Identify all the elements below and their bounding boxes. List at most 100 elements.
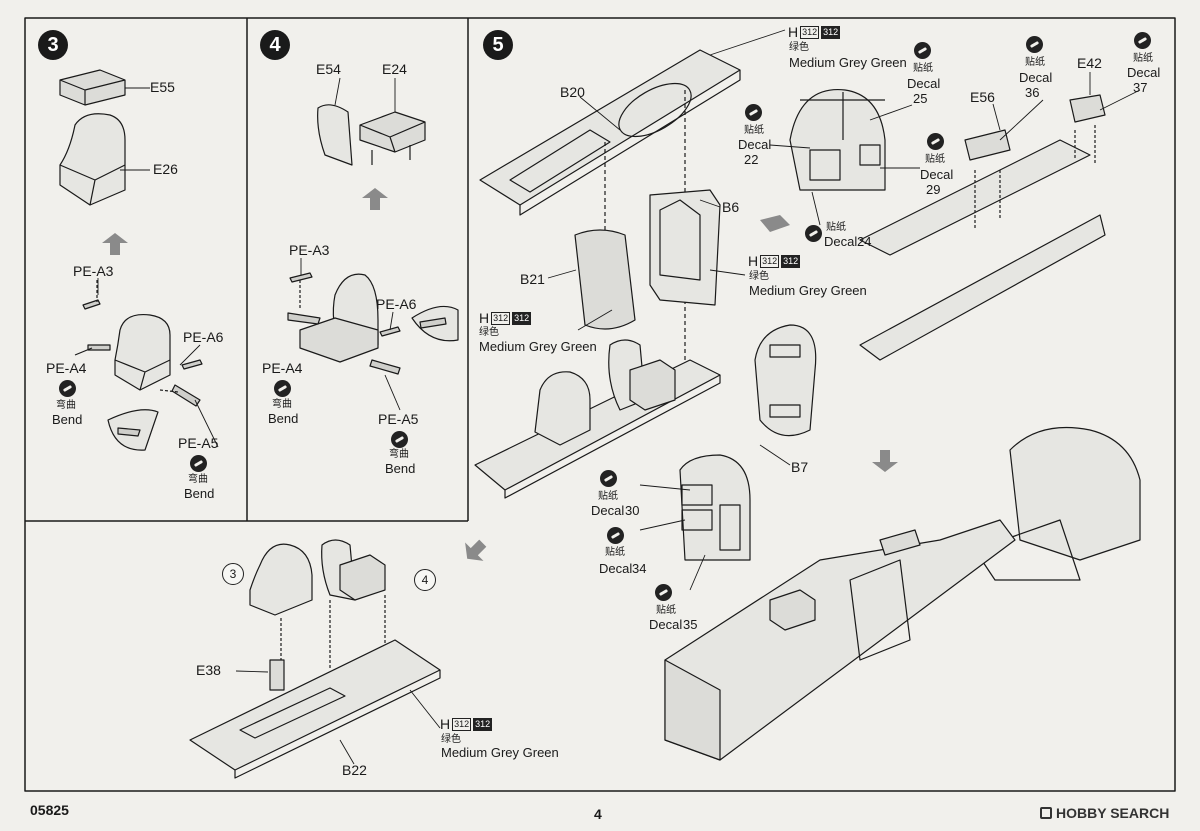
page-number: 4 [594,806,602,822]
paint-letter: H [788,24,799,40]
paint-code-dark: 312 [781,255,801,268]
panel-borders [24,17,1176,792]
paint-code-light: 312 [491,312,511,325]
decal-cn-label: 贴纸 [1133,53,1153,64]
part-pe-a3-label-step4: PE-A3 [289,242,330,258]
decal-number-35: 35 [683,617,698,632]
part-pe-a5-label-step4: PE-A5 [378,411,419,427]
decal-number-22: 22 [744,152,759,167]
decal-icon [745,104,762,121]
decal-number-36: 36 [1025,85,1040,100]
kit-code: 05825 [30,802,69,818]
paint-code-light: 312 [452,718,472,731]
paint-en-label: Medium Grey Green [479,339,597,354]
leader-lines [97,29,1141,765]
decal-en-label: Decal [738,137,772,152]
decal-icon [607,527,624,544]
decal-cn-label: 贴纸 [744,125,764,136]
decal-icon [927,133,944,150]
decal-number-34: 34 [632,561,647,576]
bend-icon [391,431,408,448]
decal-icon [655,584,672,601]
decal-cn-label: 贴纸 [925,154,945,165]
paint-en-label: Medium Grey Green [749,283,867,298]
bend-en-label: Bend [184,486,215,501]
paint-letter: H [440,716,451,732]
bend-icon [59,380,76,397]
bend-icon [190,455,207,472]
paint-code-dark: 312 [821,26,841,39]
paint-cn-label: 绿色 [749,271,769,282]
decal-cn-label: 贴纸 [656,605,676,616]
paint-callout: H 312 312 [479,310,532,326]
paint-code-dark: 312 [512,312,532,325]
bend-icon [274,380,291,397]
decal-en-label: Decal [1019,70,1053,85]
decal-en-label: Decal [599,561,633,576]
decal-en-label: Decal [824,234,858,249]
bend-cn-label: 弯曲 [188,474,208,485]
part-e56-label: E56 [970,89,995,105]
paint-en-label: Medium Grey Green [789,55,907,70]
paint-code-light: 312 [760,255,780,268]
decal-en-label: Decal [649,617,683,632]
step-3-badge: 3 [38,30,68,60]
decal-cn-label: 贴纸 [598,491,618,502]
decal-en-label: Decal [920,167,954,182]
step-4-badge: 4 [260,30,290,60]
bend-en-label: Bend [52,412,83,427]
paint-callout: H 312 312 [748,253,801,269]
paint-cn-label: 绿色 [789,42,809,53]
decal-number-24: 24 [857,234,872,249]
paint-letter: H [479,310,490,326]
part-e54-label: E54 [316,61,341,77]
decal-number-30: 30 [625,503,640,518]
part-b6-label: B6 [722,199,740,215]
watermark-logo-icon [1040,807,1052,819]
part-pe-a5-label-step3: PE-A5 [178,435,219,451]
paint-callout: H 312 312 [440,716,493,732]
decal-icon [914,42,931,59]
decal-en-label: Decal [1127,65,1161,80]
decal-number-37: 37 [1133,80,1148,95]
part-e42-label: E42 [1077,55,1102,71]
paint-cn-label: 绿色 [441,734,461,745]
floor-subassembly-art [189,539,487,779]
bend-en-label: Bend [385,461,416,476]
step3-art [59,69,203,451]
paint-callout: H 312 312 [788,24,841,40]
part-pe-a3-label-step3: PE-A3 [73,263,114,279]
bend-cn-label: 弯曲 [56,400,76,411]
decal-en-label: Decal [591,503,625,518]
part-pe-a6-label-step4: PE-A6 [376,296,417,312]
part-b21-label: B21 [520,271,545,287]
step-5-badge: 5 [483,30,513,60]
paint-en-label: Medium Grey Green [441,745,559,760]
subassembly-ref-4: 4 [414,569,436,591]
paint-code-light: 312 [800,26,820,39]
part-pe-a4-label-step4: PE-A4 [262,360,303,376]
decal-cn-label: 贴纸 [913,63,933,74]
decal-cn-label: 贴纸 [1025,57,1045,68]
step4-art [287,104,459,375]
part-pe-a4-label-step3: PE-A4 [46,360,87,376]
paint-code-dark: 312 [473,718,493,731]
decal-icon [805,225,822,242]
page-frame [24,17,1176,792]
paint-letter: H [748,253,759,269]
part-e24-label: E24 [382,61,407,77]
bend-cn-label: 弯曲 [272,399,292,410]
watermark-text: HOBBY SEARCH [1056,805,1170,821]
step5-floor-art [474,49,1141,761]
part-b7-label: B7 [791,459,809,475]
part-b20-label: B20 [560,84,585,100]
bend-en-label: Bend [268,411,299,426]
part-e55-label: E55 [150,79,175,95]
part-pe-a6-label-step3: PE-A6 [183,329,224,345]
part-e38-label: E38 [196,662,221,678]
decal-en-label: Decal [907,76,941,91]
decal-number-29: 29 [926,182,941,197]
decal-number-25: 25 [913,91,928,106]
